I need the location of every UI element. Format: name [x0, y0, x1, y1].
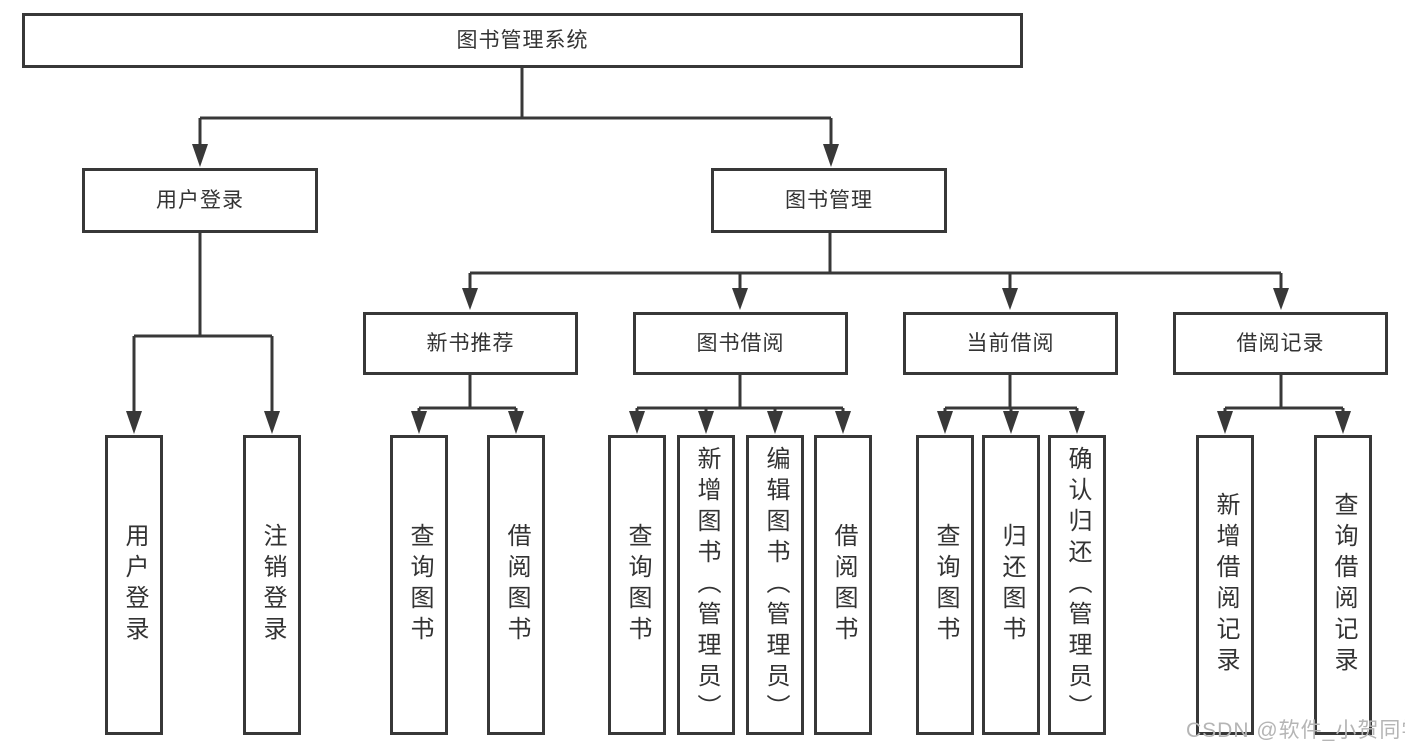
connector-current-borrow-children — [937, 375, 1085, 434]
leaf-add-books-admin: 新增图书（管理员） — [677, 435, 735, 735]
leaf-edit-books-admin: 编辑图书（管理员） — [746, 435, 804, 735]
node-new-book-recommendation: 新书推荐 — [363, 312, 578, 375]
node-book-borrowing: 图书借阅 — [633, 312, 848, 375]
leaf-query-borrow-record: 查询借阅记录 — [1314, 435, 1372, 735]
watermark: CSDN @软件_小贺同学 — [1186, 719, 1405, 742]
leaf-query-books-3: 查询图书 — [916, 435, 974, 735]
leaf-borrow-books-1: 借阅图书 — [487, 435, 545, 735]
leaf-confirm-return-admin: 确认归还（管理员） — [1048, 435, 1106, 735]
connector-book-management-children — [462, 233, 1289, 310]
connector-book-borrow-children — [629, 375, 851, 434]
connector-borrow-records-children — [1217, 375, 1351, 434]
connector-root-to-level2 — [192, 68, 839, 167]
node-current-borrowing: 当前借阅 — [903, 312, 1118, 375]
leaf-return-books: 归还图书 — [982, 435, 1040, 735]
leaf-borrow-books-2: 借阅图书 — [814, 435, 872, 735]
connector-user-login-children — [126, 233, 280, 434]
leaf-add-borrow-record: 新增借阅记录 — [1196, 435, 1254, 735]
leaf-user-login: 用户登录 — [105, 435, 163, 735]
node-borrowing-records: 借阅记录 — [1173, 312, 1388, 375]
leaf-logout: 注销登录 — [243, 435, 301, 735]
connector-new-book-rec-children — [411, 375, 524, 434]
node-library-management-system: 图书管理系统 — [22, 13, 1023, 68]
node-user-login: 用户登录 — [82, 168, 318, 233]
node-book-management: 图书管理 — [711, 168, 947, 233]
leaf-query-books-1: 查询图书 — [390, 435, 448, 735]
leaf-query-books-2: 查询图书 — [608, 435, 666, 735]
